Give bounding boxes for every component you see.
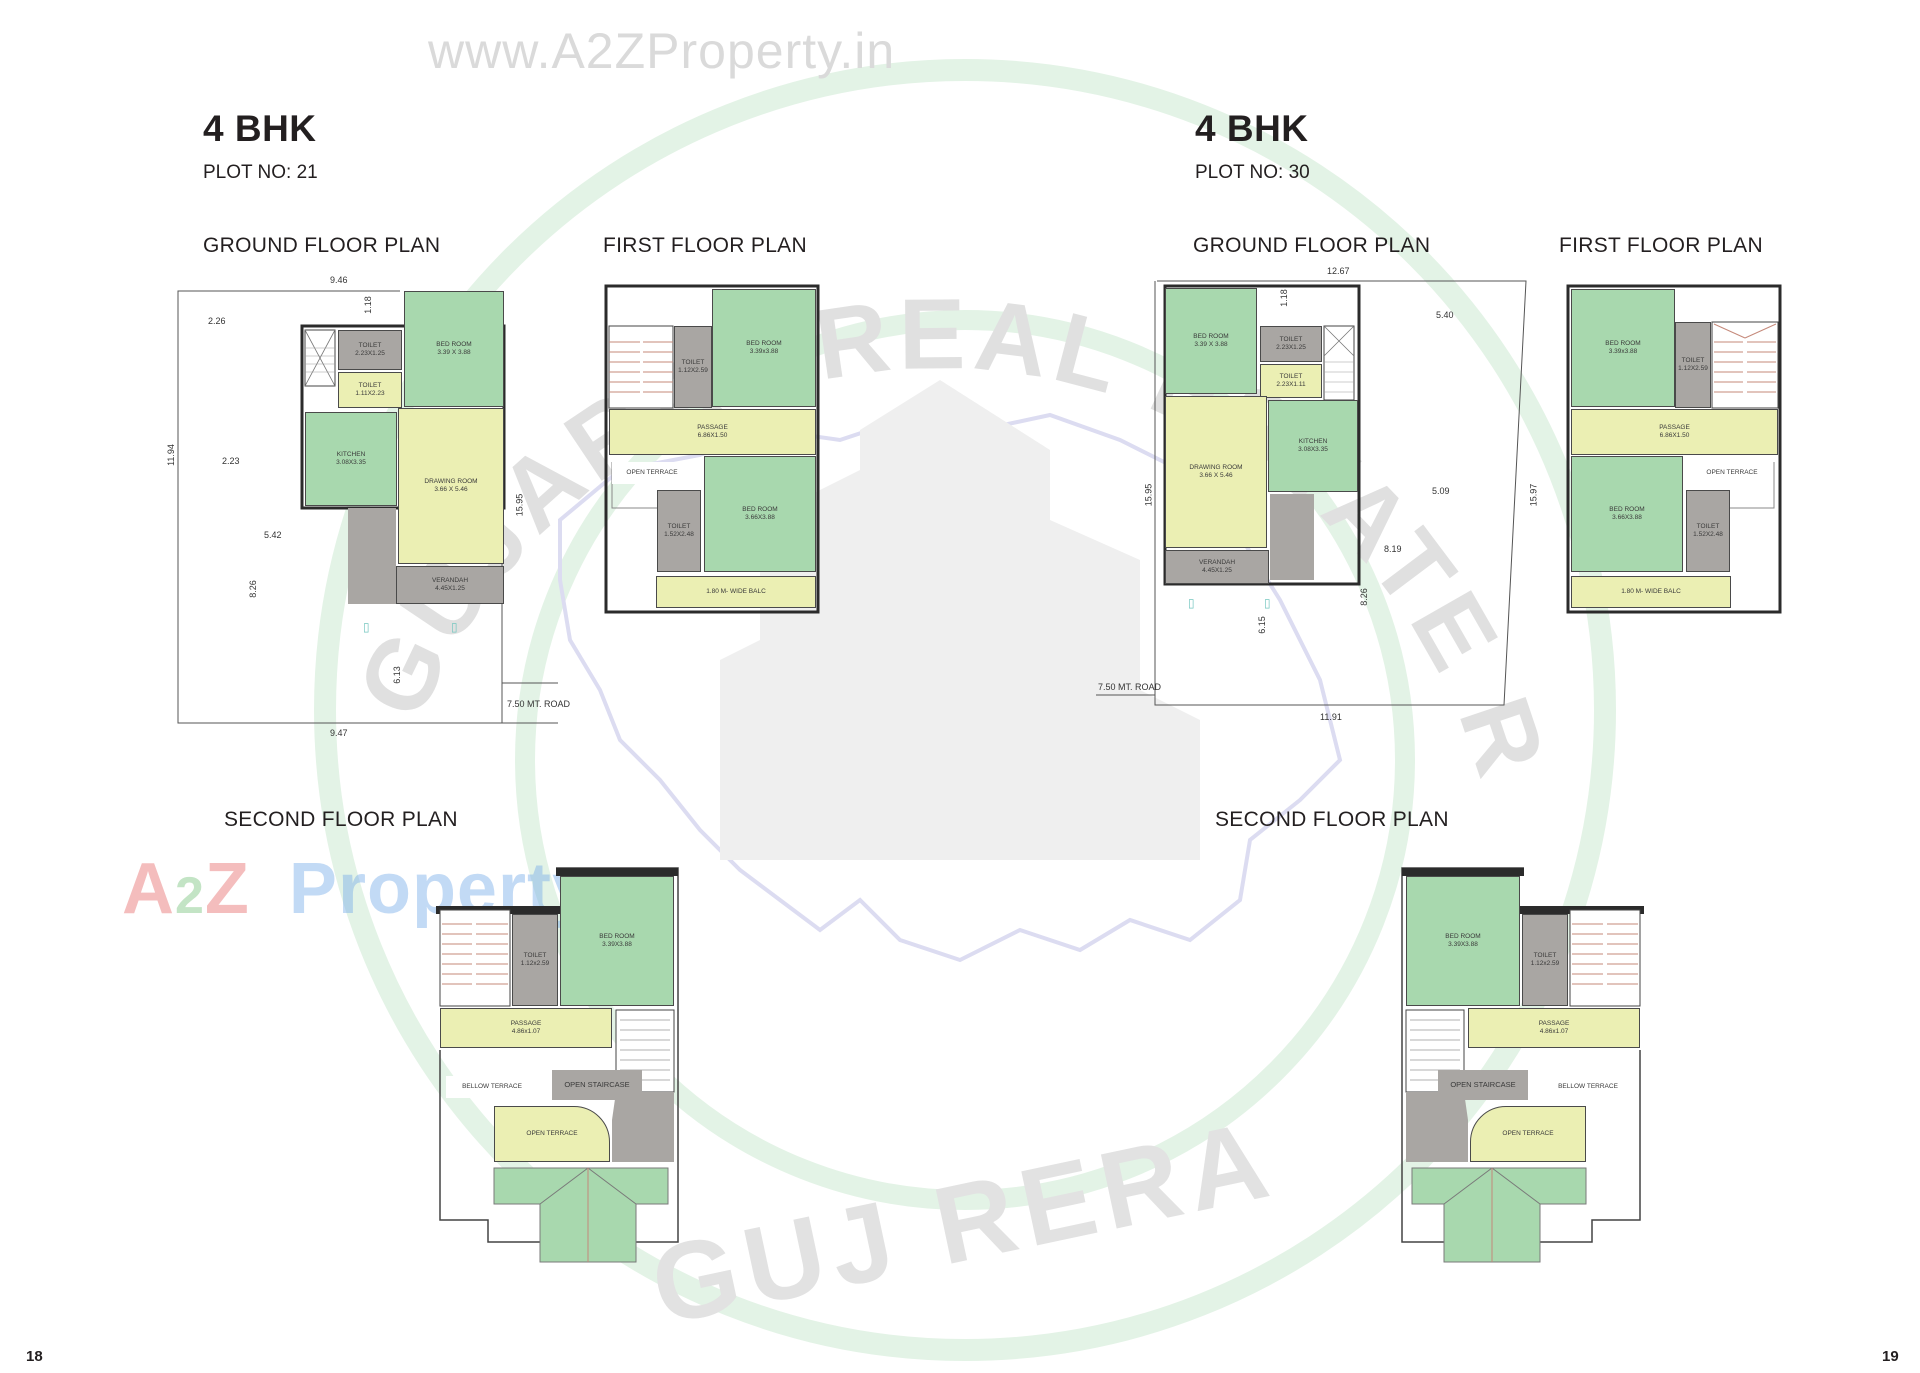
right-sf-bellow-terrace: BELLOW TERRACE [1542, 1076, 1634, 1098]
left-gf-dim-top-small: 1.18 [362, 296, 373, 314]
left-gf-dim-826: 8.26 [247, 580, 258, 598]
left-gf-dim-223: 2.23 [222, 456, 240, 466]
right-config-title: 4 BHK [1195, 108, 1309, 149]
left-gf-dim-left: 11.94 [165, 444, 176, 466]
right-gf-dim-top: 12.67 [1327, 266, 1350, 276]
left-plot-number: PLOT NO: 21 [203, 162, 318, 183]
page-number-left: 18 [26, 1348, 43, 1365]
right-sf-open-staircase: OPEN STAIRCASE [1438, 1070, 1528, 1100]
left-gf-dim-542: 5.42 [264, 530, 282, 540]
left-ff-open-terrace: OPEN TERRACE [612, 462, 692, 484]
watermark-building-icon [720, 380, 1200, 860]
left-config-title: 4 BHK [203, 108, 317, 149]
right-gf-dim-819: 8.19 [1384, 544, 1402, 554]
left-gf-gate-marker-1: ▯ [363, 620, 370, 634]
left-gf-dim-1595: 15.95 [514, 493, 525, 517]
right-gf-dim-615: 6.15 [1256, 616, 1267, 634]
right-gf-dim-bottom: 11.91 [1320, 712, 1342, 722]
site-url-watermark: www.A2ZProperty.in [428, 23, 896, 79]
right-gf-dim-509: 5.09 [1432, 486, 1450, 496]
right-gf-dim-826: 8.26 [1358, 588, 1369, 606]
right-gf-road-label: 7.50 MT. ROAD [1098, 682, 1162, 692]
right-gf-gate-marker-1: ▯ [1188, 596, 1195, 610]
left-ground-floor-title: GROUND FLOOR PLAN [203, 234, 441, 257]
left-gf-dim-613: 6.13 [391, 666, 402, 684]
left-ff-balcony: 1.80 M- WIDE BALC [656, 576, 816, 608]
left-first-floor-title: FIRST FLOOR PLAN [603, 234, 807, 257]
left-gf-dim-bottom: 9.47 [330, 728, 348, 738]
right-gf-dim-right: 15.97 [1528, 483, 1539, 507]
watermark-inner-ring [515, 310, 1415, 1210]
left-sf-open-terrace: OPEN TERRACE [494, 1106, 610, 1162]
right-ff-open-terrace: OPEN TERRACE [1692, 462, 1772, 484]
left-gf-road-label: 7.50 MT. ROAD [507, 699, 571, 709]
right-gf-dim-left: 15.95 [1143, 483, 1154, 507]
right-gf-parking [1270, 494, 1314, 580]
right-ground-floor-title: GROUND FLOOR PLAN [1193, 234, 1431, 257]
right-first-floor-title: FIRST FLOOR PLAN [1559, 234, 1763, 257]
left-gf-dim-226: 2.26 [208, 316, 226, 326]
left-gf-gate-marker-2: ▯ [451, 620, 458, 634]
left-gf-dim-top: 9.46 [330, 275, 348, 285]
left-gf-parking [348, 508, 396, 604]
right-plot-number: PLOT NO: 30 [1195, 162, 1310, 183]
left-sf-open-staircase: OPEN STAIRCASE [552, 1070, 642, 1100]
right-gf-dim-top-small: 1.18 [1278, 289, 1289, 307]
right-sf-open-terrace: OPEN TERRACE [1470, 1106, 1586, 1162]
right-second-floor-title: SECOND FLOOR PLAN [1215, 808, 1449, 831]
right-ff-balcony: 1.80 M- WIDE BALC [1571, 576, 1731, 608]
left-sf-bellow-terrace: BELLOW TERRACE [446, 1076, 538, 1098]
right-gf-gate-marker-2: ▯ [1264, 596, 1271, 610]
page-number-right: 19 [1882, 1348, 1899, 1365]
left-second-floor-title: SECOND FLOOR PLAN [224, 808, 458, 831]
right-gf-dim-540: 5.40 [1436, 310, 1454, 320]
